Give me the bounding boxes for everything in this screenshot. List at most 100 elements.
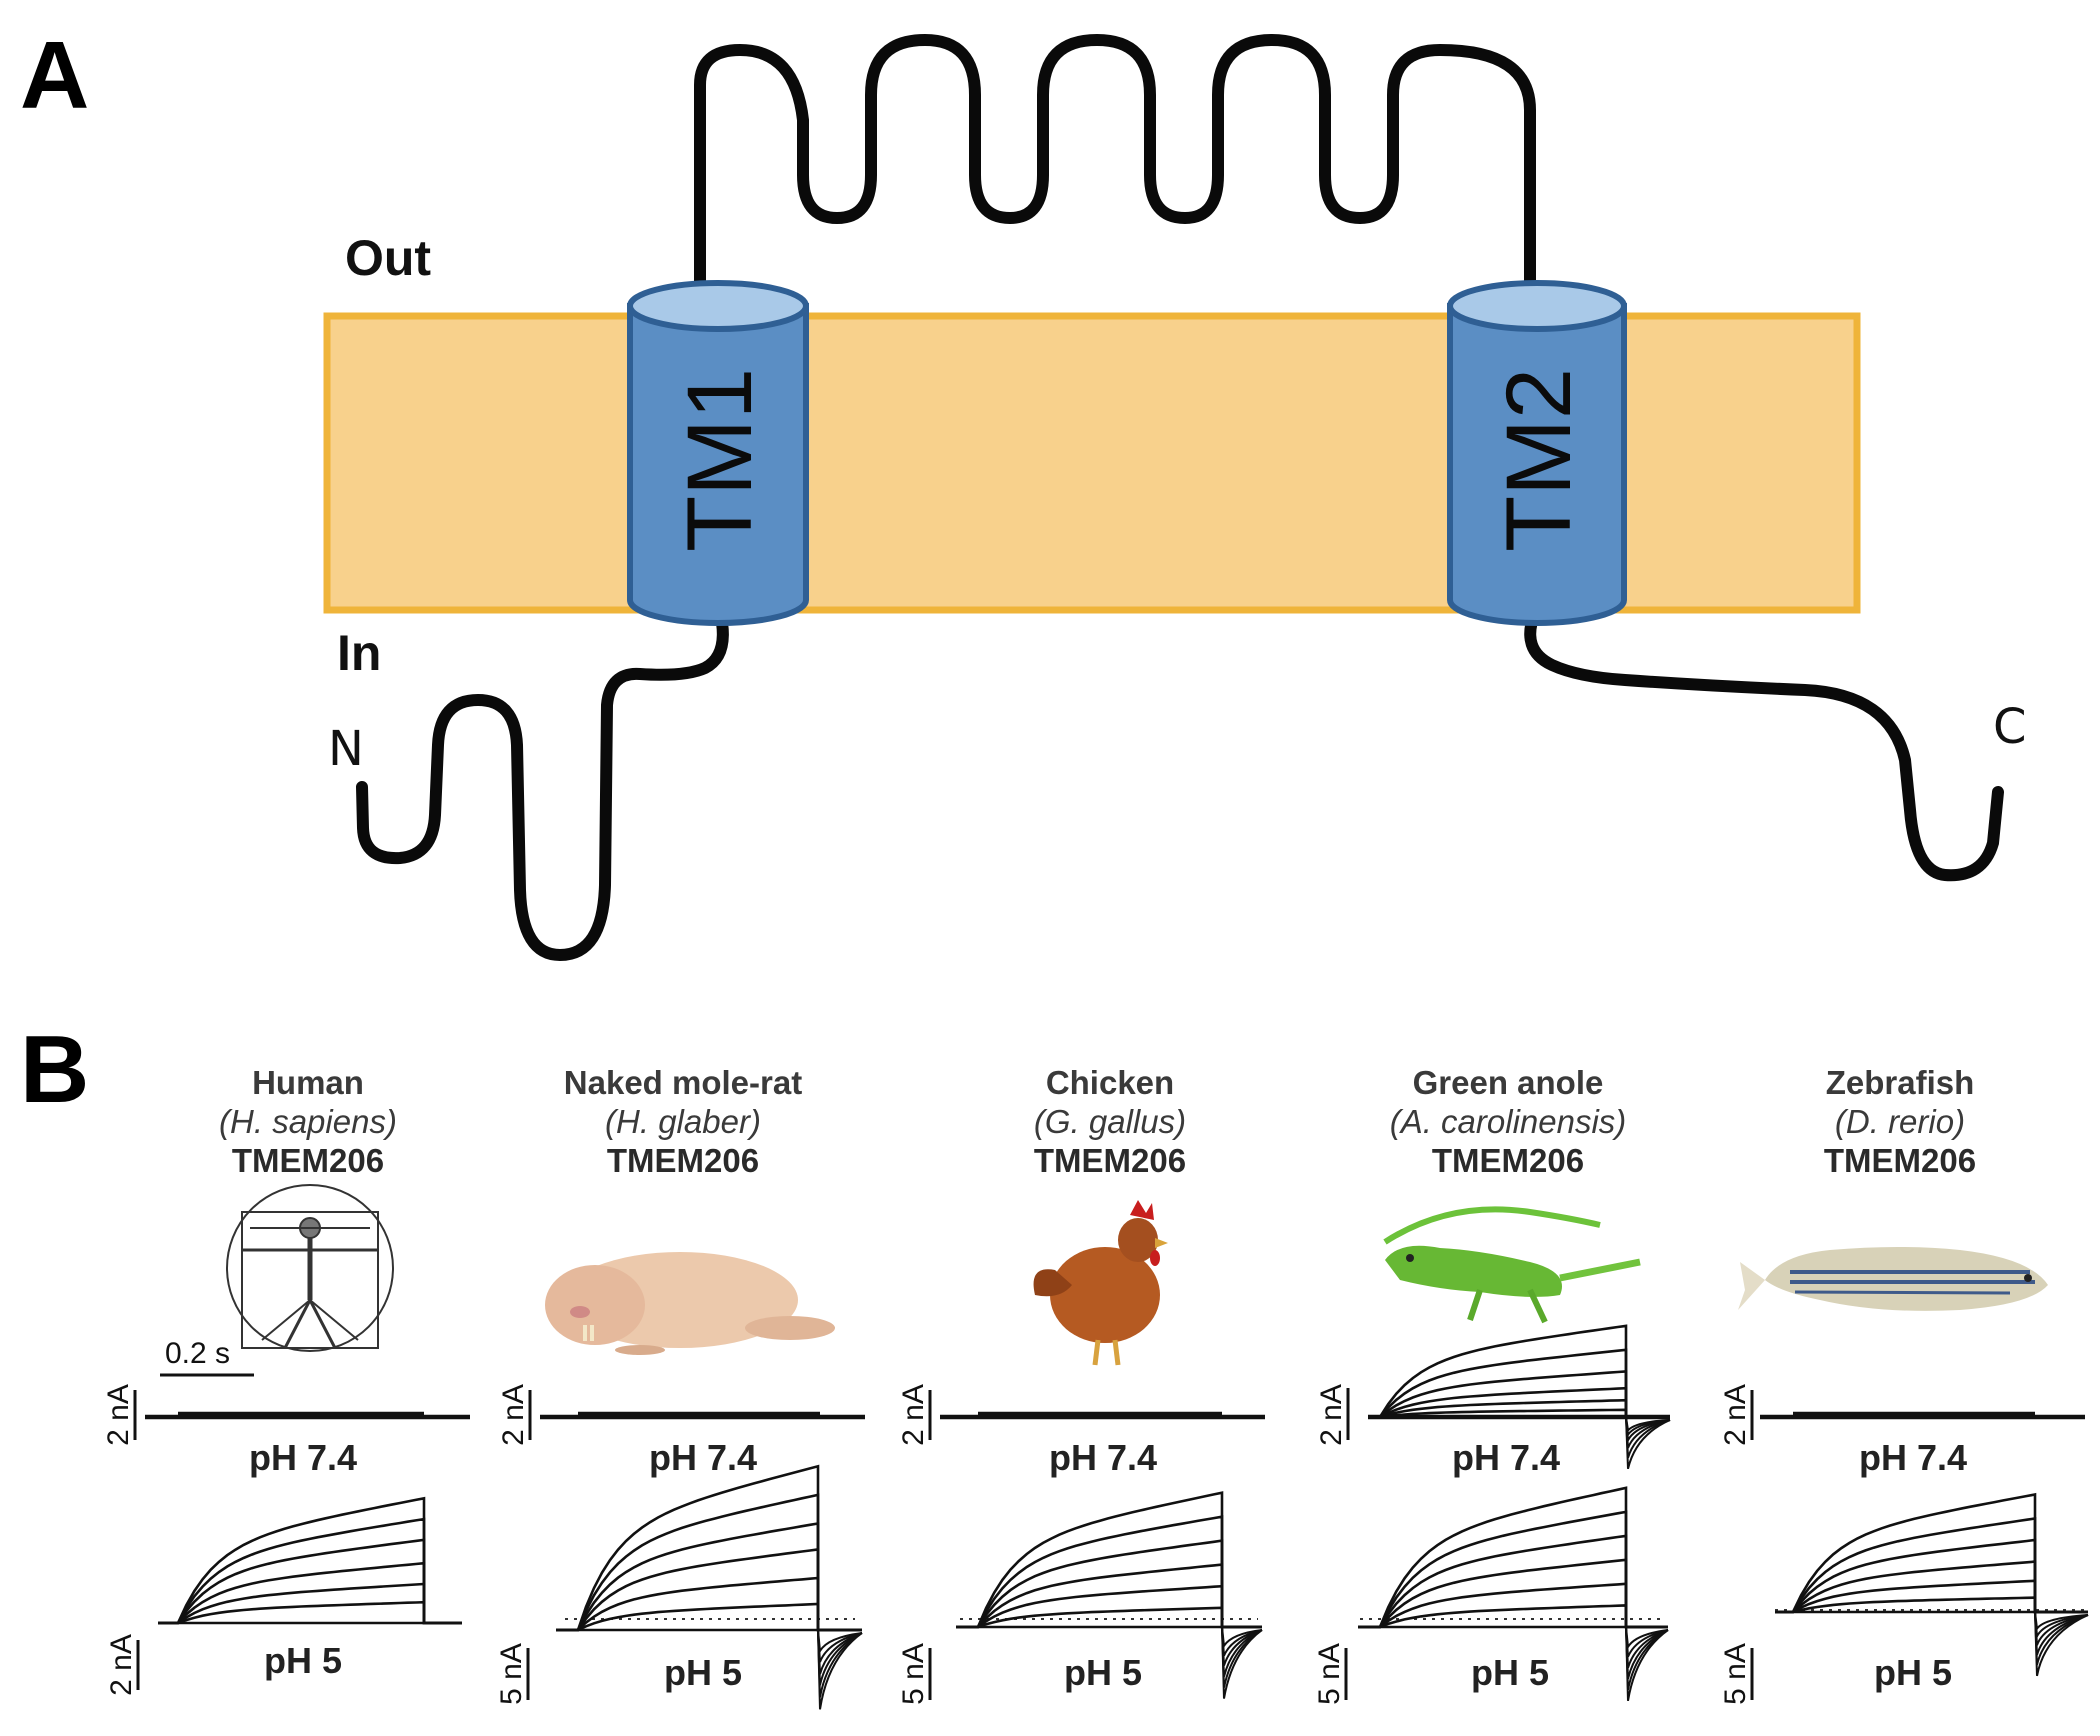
current-trace-sweep [158,1517,462,1625]
current-trace-sweep [956,1584,1262,1629]
current-trace-sweep [956,1515,1262,1629]
ph5-current-scale-label: 5 nA [1313,1643,1346,1705]
inward-tail-current [2034,1611,2089,1677]
zebrafish-image [1738,1247,2048,1311]
inward-tail-current [1625,1416,1671,1470]
ph74-label: pH 7.4 [249,1437,357,1478]
current-trace-sweep [1775,1516,2088,1614]
species-column-naked-mole-rat: Naked mole-rat (H. glaber) TMEM206 2 nA … [495,1064,865,1710]
current-trace-sweep [1775,1560,2088,1614]
current-trace-sweep [956,1539,1262,1629]
species-column-zebrafish: Zebrafish (D. rerio) TMEM206 2 nA pH 7.4… [1719,1064,2090,1705]
current-trace-sweep [158,1538,462,1625]
inward-tail-current [1625,1626,1669,1701]
green-anole-image [1383,1206,1641,1324]
species-column-green-anole: Green anole (A. carolinensis) TMEM206 2 … [1313,1064,1671,1705]
gene-name: TMEM206 [1824,1142,1976,1179]
ph5-label: pH 5 [1874,1652,1952,1693]
current-trace-sweep [1358,1558,1668,1629]
ph5-current-traces [1775,1492,2089,1677]
current-trace-sweep [1775,1579,2088,1614]
c-terminus-label: C [1993,699,2027,755]
species-latin-name: (A. carolinensis) [1390,1103,1627,1140]
current-trace-sweep [1368,1348,1670,1419]
current-trace-sweep [1775,1538,2088,1614]
species-latin-name: (D. rerio) [1835,1103,1965,1140]
ph74-label: pH 7.4 [1452,1437,1560,1478]
c-terminal-tail [1524,606,2004,882]
vitruvian-man-image [226,1184,394,1352]
intracellular-label: In [337,625,381,681]
current-trace-sweep [956,1563,1262,1629]
current-trace-sweep [1358,1534,1668,1629]
current-trace-sweep [556,1602,862,1632]
n-terminus-label: N [328,721,364,777]
species-common-name: Zebrafish [1826,1064,1975,1101]
membrane-bilayer [323,312,1861,614]
ph5-current-scale-label: 5 nA [897,1643,930,1705]
species-common-name: Green anole [1413,1064,1604,1101]
ph5-label: pH 5 [1064,1652,1142,1693]
current-trace-sweep [956,1606,1262,1629]
current-trace-sweep [956,1491,1262,1629]
ph5-current-traces [556,1464,863,1710]
species-common-name: Naked mole-rat [564,1064,802,1101]
species-latin-name: (H. glaber) [605,1103,761,1140]
ph74-current-scale-label: 2 nA [102,1384,135,1446]
panel-b-letter: B [20,1016,89,1123]
ph74-label: pH 7.4 [1049,1437,1157,1478]
panel-a-topology-diagram: A Out In N C TM1 TM2 [20,22,2027,962]
current-trace-sweep [556,1521,862,1632]
tm1-label: TM1 [669,368,771,552]
current-trace-sweep [1368,1386,1670,1419]
species-column-chicken: Chicken (G. gallus) TMEM206 2 nA pH 7.4 [897,1064,1265,1705]
current-trace-sweep [556,1547,862,1632]
current-trace-sweep [556,1576,862,1632]
extracellular-label: Out [345,230,431,286]
ph5-label: pH 5 [1471,1652,1549,1693]
tm1-helix: TM1 [627,280,809,626]
current-trace-sweep [158,1600,462,1625]
ph74-current-traces [1368,1324,1671,1470]
ph5-label: pH 5 [264,1640,342,1681]
species-latin-name: (H. sapiens) [219,1103,397,1140]
current-trace-sweep [556,1464,862,1632]
current-trace-sweep [1775,1492,2088,1614]
gene-name: TMEM206 [1034,1142,1186,1179]
naked-mole-rat-image [545,1252,835,1355]
ph5-current-scale-label: 2 nA [105,1634,138,1696]
current-trace-sweep [1358,1486,1668,1629]
gene-name: TMEM206 [1432,1142,1584,1179]
current-trace-sweep [1368,1324,1670,1419]
ph5-current-traces [1358,1486,1669,1701]
species-common-name: Human [252,1064,364,1101]
ph5-current-scale-label: 5 nA [495,1643,528,1705]
ph74-current-scale-label: 2 nA [1315,1384,1348,1446]
current-trace-sweep [158,1496,462,1625]
ph74-current-scale-label: 2 nA [497,1384,530,1446]
current-trace-sweep [158,1561,462,1625]
ph74-label: pH 7.4 [649,1437,757,1478]
ph74-current-scale-label: 2 nA [1719,1384,1752,1446]
species-latin-name: (G. gallus) [1034,1103,1186,1140]
inward-tail-current [817,1629,863,1710]
ph5-current-traces [158,1496,462,1625]
gene-name: TMEM206 [607,1142,759,1179]
current-trace-sweep [1775,1596,2088,1614]
extracellular-loop [694,33,1536,318]
time-scale-label: 0.2 s [165,1337,230,1370]
ph5-current-traces [956,1491,1263,1699]
current-trace-sweep [556,1493,862,1632]
current-trace-sweep [1368,1370,1670,1419]
species-common-name: Chicken [1046,1064,1174,1101]
current-trace-sweep [158,1582,462,1625]
panel-b-current-recordings: B 0.2 s Human (H. sapiens) TMEM206 [20,1016,2090,1710]
current-trace-sweep [1368,1408,1670,1419]
tm2-label: TM2 [1488,368,1590,552]
ph5-current-scale-label: 5 nA [1719,1643,1752,1705]
ph74-current-scale-label: 2 nA [897,1384,930,1446]
n-terminal-tail [356,606,729,962]
inward-tail-current [1221,1626,1263,1699]
current-trace-sweep [1358,1582,1668,1629]
